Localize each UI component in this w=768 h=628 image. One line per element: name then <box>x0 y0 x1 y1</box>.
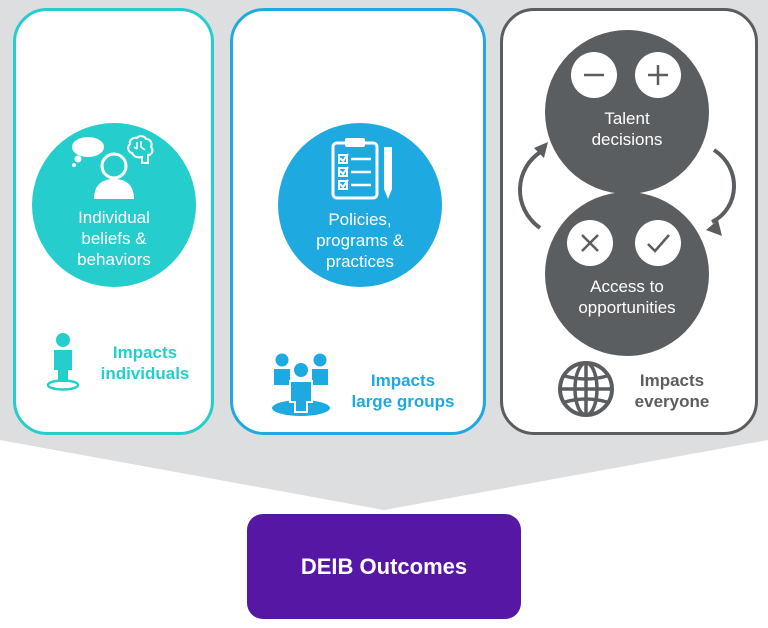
talent-decisions-label: Talent decisions <box>591 109 663 149</box>
talent-decisions-circle: Talent decisions <box>545 30 709 194</box>
access-opportunities-label: Access to opportunities <box>578 277 676 317</box>
plus-icon <box>635 52 681 98</box>
check-icon <box>635 220 681 266</box>
brain-icon <box>127 135 154 164</box>
person-standing-icon <box>46 333 80 391</box>
deib-outcomes-box: DEIB Outcomes <box>247 514 521 619</box>
x-icon <box>567 220 613 266</box>
individual-circle: Individual beliefs & behaviors <box>32 123 196 287</box>
thought-bubble-icon <box>72 137 104 167</box>
person-head-icon <box>94 152 134 199</box>
globe-icon <box>558 361 614 417</box>
policies-circle-label: Policies, programs & practices <box>316 210 404 271</box>
impact-everyone-label: Impacts everyone <box>634 371 710 411</box>
cycle-arrow-icon <box>518 142 736 236</box>
impact-individuals-label: Impacts individuals <box>100 343 190 383</box>
minus-icon <box>571 52 617 98</box>
policies-circle: Policies, programs & practices <box>278 123 442 287</box>
individual-circle-label: Individual beliefs & behaviors <box>77 208 151 269</box>
clipboard-checklist-icon <box>331 138 379 200</box>
deib-outcomes-label: DEIB Outcomes <box>300 553 468 579</box>
group-people-icon <box>272 353 330 416</box>
pencil-icon <box>384 147 392 199</box>
access-opportunities-circle: Access to opportunities <box>545 192 709 356</box>
impact-large-groups-label: Impacts large groups <box>351 371 455 411</box>
